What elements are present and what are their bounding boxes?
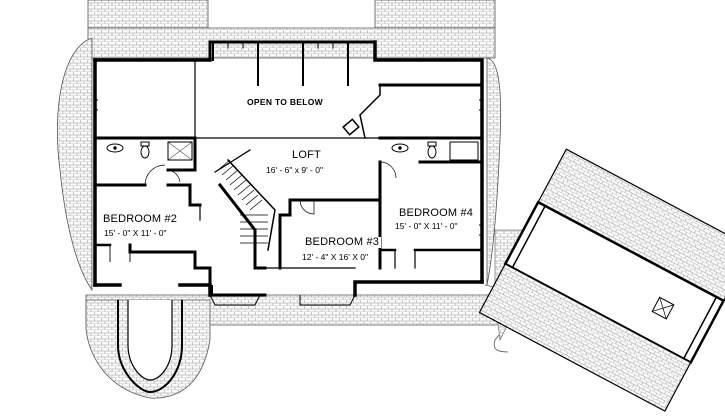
fixtures (95, 99, 482, 306)
detached-roof (478, 148, 725, 412)
bedroom2-size: 15' - 0" X 11' - 0" (104, 228, 167, 238)
toilet-right (427, 145, 437, 159)
sink-right (391, 143, 409, 153)
stair-treads (217, 159, 268, 244)
roof-areas (56, 0, 725, 412)
tub-right (449, 141, 479, 161)
turret-bay-inner (127, 300, 173, 381)
closet-doors-bed2 (109, 245, 131, 262)
bedroom3-size: 12' - 4" X 16' X 0" (302, 252, 368, 262)
door-swing-closet (167, 169, 181, 183)
roof-top-left (87, 0, 209, 29)
roof-left-curve (56, 37, 93, 292)
bedroom4-name: BEDROOM #4 (399, 207, 474, 219)
window-marks (95, 99, 482, 236)
toilet-left (140, 145, 150, 159)
door-swing-bed4 (379, 161, 397, 179)
roof-right-curve (486, 57, 502, 286)
loft-name: LOFT (292, 149, 321, 161)
door-swing-bed3 (299, 199, 315, 215)
turret-bay (117, 300, 183, 394)
bottom-window-bays (209, 294, 356, 306)
walls (93, 40, 484, 297)
tub-left-x (167, 141, 193, 161)
bedroom3-name: BEDROOM #3 (303, 236, 382, 248)
loft-size: 16' - 6" x 9' - 0" (266, 165, 323, 175)
sink-left (106, 143, 124, 153)
tub-left (167, 141, 193, 161)
bedroom4-size: 15' - 0" X 11' - 0" (395, 221, 458, 231)
chimney-box (342, 118, 360, 136)
roof-top-right (374, 0, 496, 29)
open-to-below-label: OPEN TO BELOW (247, 97, 323, 107)
door-swing-bath (144, 164, 166, 186)
bedroom2-name: BEDROOM #2 (101, 213, 180, 225)
